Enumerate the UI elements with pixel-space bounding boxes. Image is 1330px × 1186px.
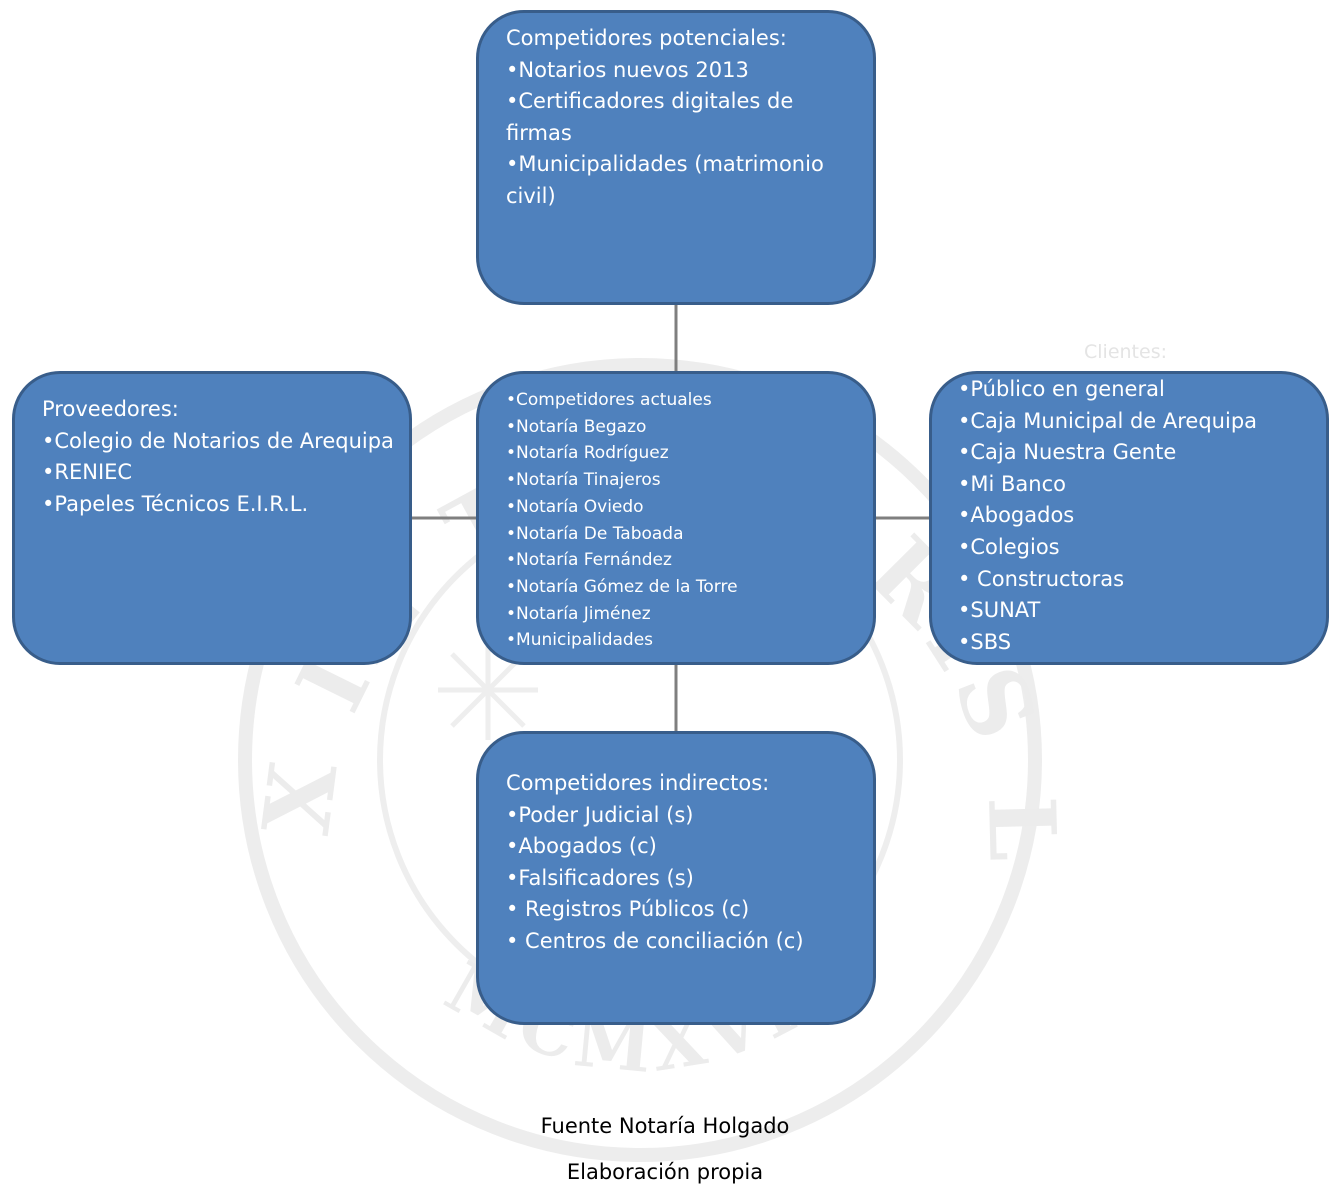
current-competitors-item: •Municipalidades <box>506 630 654 651</box>
potential-competitors-title: Competidores potenciales: <box>506 26 787 50</box>
suppliers-title: Proveedores: <box>42 397 179 421</box>
client-item: •Abogados <box>958 503 1075 528</box>
indirect-competitor-item: •Falsificadores (s) <box>506 865 694 890</box>
current-competitors-item: •Notaría Gómez de la Torre <box>506 576 738 597</box>
indirect-competitors-box: Competidores indirectos: •Poder Judicial… <box>476 731 876 1025</box>
client-item: • Constructoras <box>958 566 1125 591</box>
current-competitors-item: •Notaría Oviedo <box>506 496 644 517</box>
client-item: •Mi Banco <box>958 471 1066 496</box>
indirect-competitor-item: • Centros de conciliación (c) <box>506 928 804 953</box>
client-item: •Caja Nuestra Gente <box>958 440 1177 465</box>
indirect-competitors-title: Competidores indirectos: <box>506 771 770 795</box>
current-competitors-item: •Notaría Rodríguez <box>506 443 669 464</box>
clients-box: •Público en general •Caja Municipal de A… <box>929 371 1329 665</box>
clients-title: Clientes: <box>1084 341 1167 363</box>
current-competitors-item: •Competidores actuales <box>506 390 712 410</box>
seal-outer-ring <box>238 358 1042 1162</box>
current-competitors-item: •Notaría De Taboada <box>506 523 684 544</box>
current-competitors-item: •Notaría Tinajeros <box>506 470 661 491</box>
current-competitors-box: •Competidores actuales •Notaría Begazo •… <box>476 371 876 665</box>
client-item: •Colegios <box>958 534 1060 559</box>
potential-competitors-box: Competidores potenciales: •Notarios nuev… <box>476 10 876 305</box>
author-caption: Elaboración propia <box>566 1160 764 1184</box>
supplier-item: •Papeles Técnicos E.I.R.L. <box>42 491 309 516</box>
potential-competitor-item: •Municipalidades (matrimonio civil) <box>506 152 824 208</box>
client-item: •SUNAT <box>958 598 1041 623</box>
potential-competitor-item: •Certificadores digitales de firmas <box>506 89 794 145</box>
client-item: •Caja Municipal de Arequipa <box>958 408 1258 433</box>
current-competitors-item: •Notaría Begazo <box>506 416 647 437</box>
source-caption: Fuente Notaría Holgado <box>540 1114 790 1138</box>
supplier-item: •Colegio de Notarios de Arequipa <box>42 428 394 453</box>
current-competitors-item: •Notaría Jiménez <box>506 603 651 624</box>
seal-star-icon <box>438 640 538 740</box>
indirect-competitor-item: • Registros Públicos (c) <box>506 897 750 922</box>
supplier-item: •RENIEC <box>42 460 133 485</box>
indirect-competitor-item: •Poder Judicial (s) <box>506 802 694 827</box>
client-item: •SBS <box>958 629 1012 654</box>
indirect-competitor-item: •Abogados (c) <box>506 834 657 859</box>
client-item: •Público en general <box>958 377 1165 401</box>
potential-competitor-item: •Notarios nuevos 2013 <box>506 57 749 82</box>
suppliers-box: Proveedores: •Colegio de Notarios de Are… <box>12 371 412 665</box>
current-competitors-item: •Notaría Fernández <box>506 550 672 571</box>
